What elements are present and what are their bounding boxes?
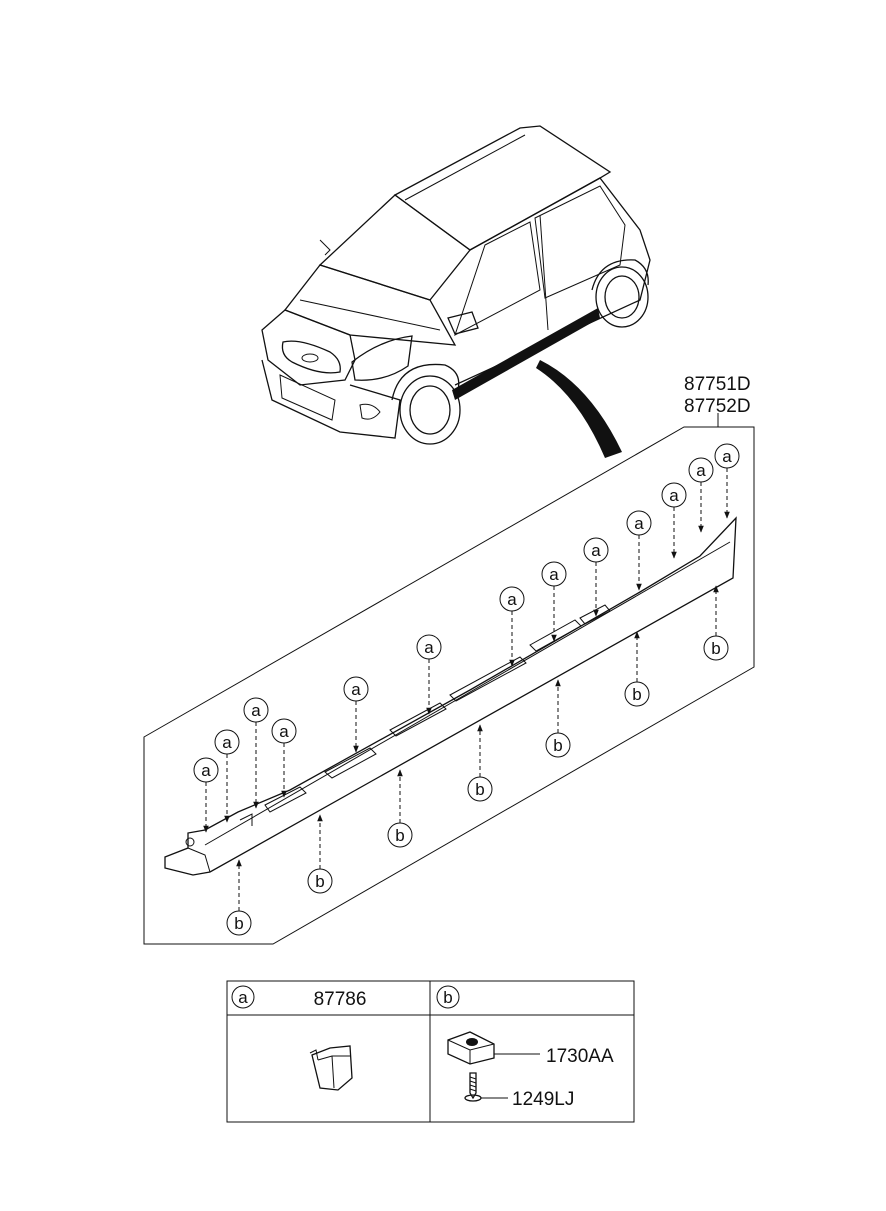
car-illustration bbox=[261, 125, 651, 458]
clip-1730AA-drawing: 1730AA bbox=[447, 1031, 614, 1067]
callout-a: a bbox=[499, 586, 525, 667]
svg-text:a: a bbox=[279, 722, 289, 741]
svg-text:a: a bbox=[722, 447, 732, 466]
svg-text:a: a bbox=[351, 680, 361, 699]
callout-b: b bbox=[467, 724, 493, 802]
callout-a: a bbox=[343, 676, 369, 753]
callout-a: a bbox=[416, 634, 442, 715]
callout-a: a bbox=[243, 697, 269, 809]
screw-1249LJ-drawing: 1249LJ bbox=[464, 1072, 574, 1110]
part-number-87751D: 87751D bbox=[684, 374, 751, 395]
legend-a-header: a 87786 bbox=[231, 985, 367, 1010]
side-sill-highlight bbox=[452, 308, 600, 400]
svg-text:a: a bbox=[238, 988, 248, 1007]
svg-text:a: a bbox=[201, 761, 211, 780]
callout-b: b bbox=[387, 769, 413, 848]
svg-text:a: a bbox=[424, 638, 434, 657]
svg-text:a: a bbox=[251, 701, 261, 720]
callout-a: a bbox=[661, 482, 687, 559]
svg-text:b: b bbox=[234, 914, 243, 933]
callout-b: b bbox=[624, 631, 650, 707]
legend-a-part-number: 87786 bbox=[314, 989, 367, 1010]
fastener-b-callouts: b b b b b b b bbox=[226, 585, 729, 936]
callout-a: a bbox=[541, 561, 567, 642]
callout-a: a bbox=[688, 457, 714, 533]
svg-text:a: a bbox=[507, 590, 517, 609]
callout-b: b bbox=[703, 585, 729, 661]
legend-b-part-1730AA: 1730AA bbox=[546, 1046, 614, 1067]
svg-text:b: b bbox=[395, 826, 404, 845]
indicator-arrow bbox=[536, 360, 622, 458]
assembly-frame bbox=[143, 426, 755, 945]
svg-text:b: b bbox=[632, 685, 641, 704]
svg-text:b: b bbox=[443, 988, 452, 1007]
svg-text:a: a bbox=[634, 514, 644, 533]
svg-text:a: a bbox=[222, 733, 232, 752]
legend-table: a 87786 b 1730AA bbox=[226, 980, 635, 1123]
svg-text:a: a bbox=[549, 565, 559, 584]
callout-b: b bbox=[226, 859, 252, 936]
svg-text:b: b bbox=[711, 639, 720, 658]
svg-text:b: b bbox=[475, 780, 484, 799]
svg-text:a: a bbox=[591, 541, 601, 560]
svg-text:b: b bbox=[553, 736, 562, 755]
legend-b-header: b bbox=[436, 985, 460, 1009]
callout-a: a bbox=[626, 510, 652, 591]
callout-b: b bbox=[545, 679, 571, 758]
svg-text:a: a bbox=[669, 486, 679, 505]
legend-b-part-1249LJ: 1249LJ bbox=[512, 1089, 574, 1110]
side-sill-molding bbox=[164, 516, 737, 876]
clip-87786-drawing bbox=[309, 1045, 353, 1091]
svg-text:b: b bbox=[315, 872, 324, 891]
callout-a: a bbox=[193, 757, 219, 833]
callout-a: a bbox=[271, 718, 297, 798]
callout-b: b bbox=[307, 814, 333, 894]
clip-a-callouts: a a a a a a a a a a a a a bbox=[193, 443, 740, 833]
callout-a: a bbox=[214, 729, 240, 823]
callout-a: a bbox=[583, 537, 609, 617]
part-number-87752D: 87752D bbox=[684, 396, 751, 417]
svg-text:a: a bbox=[696, 461, 706, 480]
callout-a: a bbox=[714, 443, 740, 519]
